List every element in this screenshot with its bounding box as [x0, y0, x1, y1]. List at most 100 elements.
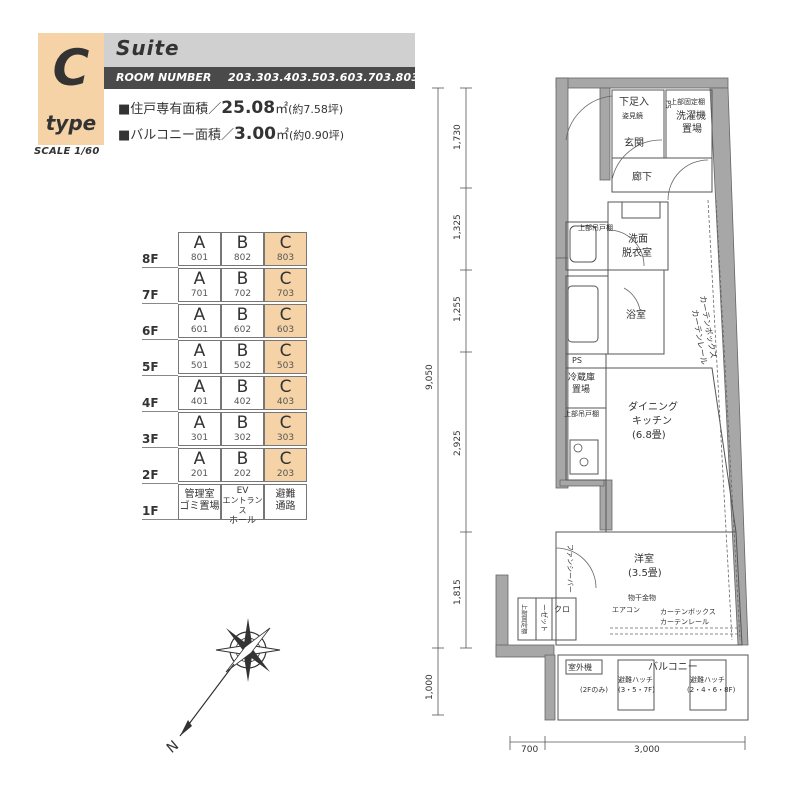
unit-number: 603 — [276, 325, 295, 335]
label-outdoor-unit: 室外機 — [568, 662, 592, 672]
label-senmen-2: 脱衣室 — [622, 246, 652, 259]
label-shitaashiire: 下足入 — [619, 96, 649, 108]
door-swings — [555, 95, 741, 641]
ground-cell-line: ゴミ置場 — [179, 501, 220, 512]
unit-type: C — [279, 413, 292, 433]
unit-type-word: type — [45, 111, 97, 135]
label-hatch-1b: (3・5・7F) — [618, 686, 655, 694]
unit-number: 501 — [190, 361, 209, 371]
suite-bar — [104, 33, 415, 67]
unit-number: 401 — [190, 397, 209, 407]
floor-underline — [142, 519, 178, 520]
unit-type: B — [236, 305, 249, 325]
unit-number: 503 — [276, 361, 295, 371]
unit-number: 803 — [276, 253, 295, 263]
unit-number: 201 — [190, 469, 209, 479]
scale-label: SCALE 1/60 — [34, 146, 100, 157]
private-area-tsubo: (約7.58坪) — [288, 103, 344, 116]
floor-underline — [142, 375, 178, 376]
interior-lines — [517, 89, 749, 721]
label-hatch-2b: (2・4・6・8F) — [687, 686, 736, 694]
dimension-bottom — [509, 736, 746, 750]
label-rouka: 廊下 — [632, 170, 652, 183]
ground-cell: EV エントランス ホール — [221, 484, 264, 526]
label-youshitsu-1: 洋室 — [634, 552, 654, 565]
floor-label: 8F — [142, 252, 159, 266]
dim-1: 1,730 — [453, 124, 463, 150]
label-closet-2: ーゼット — [540, 604, 549, 632]
unit-number: 403 — [276, 397, 295, 407]
label-fan: ファンシーバー — [566, 544, 574, 593]
unit-type: C — [279, 377, 292, 397]
balcony-area-value: 3.00 — [234, 124, 276, 144]
private-area-unit: ㎡ — [275, 102, 289, 117]
label-aircon: エアコン — [612, 606, 640, 614]
unit-type: B — [236, 413, 249, 433]
north-label: N — [164, 738, 182, 757]
label-dining-2: キッチン — [632, 415, 672, 427]
balcony-area: ■バルコニー面積／3.00㎡(約0.90坪) — [118, 124, 344, 144]
unit-number: 703 — [276, 289, 295, 299]
dim-5: 1,815 — [453, 579, 463, 605]
unit-type-letter: C — [52, 39, 90, 97]
unit-number: 302 — [233, 433, 252, 443]
ground-cell: 管理室 ゴミ置場 — [178, 484, 221, 520]
floor-underline — [142, 339, 178, 340]
floor-label: 4F — [142, 396, 159, 410]
unit-number: 202 — [233, 469, 252, 479]
dim-4: 2,925 — [453, 430, 463, 456]
dim-3: 1,255 — [453, 296, 463, 322]
floor-label: 3F — [142, 432, 159, 446]
label-2f-only: (2Fのみ) — [580, 686, 608, 694]
private-area-label: ■住戸専有面積／ — [118, 102, 222, 117]
floor-label: 1F — [142, 504, 159, 518]
private-area-value: 25.08 — [221, 98, 276, 118]
unit-type: A — [193, 305, 206, 325]
label-balcony: バルコニー — [648, 661, 698, 673]
dim-bottom-1: 700 — [521, 745, 538, 755]
ground-cell: 避難 通路 — [264, 484, 307, 520]
floor-underline — [142, 411, 178, 412]
ground-cell-line: 通路 — [275, 501, 296, 512]
unit-type: C — [279, 341, 292, 361]
label-hatch-2a: 避難ハッチ — [690, 675, 725, 684]
label-closet-1: クロ — [554, 605, 570, 614]
balcony-area-unit: ㎡ — [275, 128, 289, 143]
ground-cell-line: EV — [236, 486, 249, 496]
unit-type: A — [193, 341, 206, 361]
dim-bottom-2: 3,000 — [634, 745, 660, 755]
room-number-label: ROOM NUMBER — [116, 71, 212, 84]
floor-label: 6F — [142, 324, 159, 338]
label-mirror: 姿見鏡 — [622, 111, 643, 120]
stove-icon — [573, 443, 589, 467]
label-upper-cabinet-2: 上部吊戸棚 — [564, 409, 599, 418]
unit-type: C — [279, 269, 292, 289]
label-dining-3: (6.8畳) — [632, 429, 666, 441]
label-dining-1: ダイニング — [628, 400, 678, 413]
room-number-value: 203.303.403.503.603.703.803 — [228, 71, 420, 84]
unit-number: 602 — [233, 325, 252, 335]
dimension-left — [432, 87, 472, 716]
unit-number: 701 — [190, 289, 209, 299]
label-curtain-rail-2: カーテンレール — [660, 618, 709, 626]
label-monohoshi: 物干金物 — [628, 593, 656, 602]
unit-type: A — [193, 413, 206, 433]
label-fridge-2: 置場 — [572, 383, 590, 395]
floor-label: 2F — [142, 468, 159, 482]
balcony-area-label: ■バルコニー面積／ — [118, 128, 235, 143]
